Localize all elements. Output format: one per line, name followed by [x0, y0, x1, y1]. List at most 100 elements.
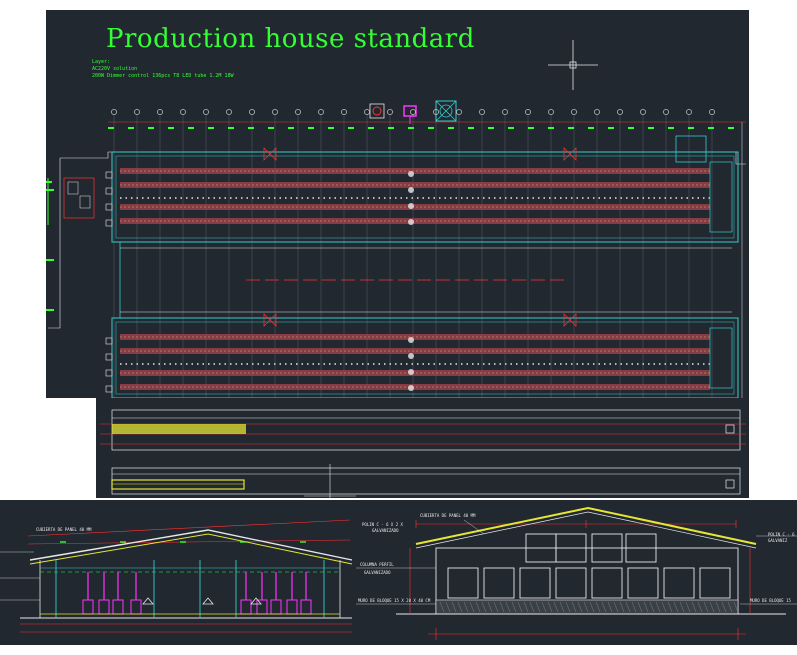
inlet-marker: [563, 147, 577, 161]
vent-fan: [105, 203, 113, 211]
block-hatch: [667, 601, 673, 613]
grid-axis-marker: [180, 109, 186, 115]
feeder-box: [300, 599, 312, 615]
window: [519, 567, 551, 599]
column-galvanized-label: GALVANIZADO: [364, 570, 391, 575]
barn-outline: [111, 151, 739, 243]
grid-axis-marker: [548, 109, 554, 115]
block-hatch: [733, 601, 739, 613]
site-boundary: [48, 158, 61, 329]
panel-box-icon: [435, 100, 457, 122]
barn-outline: [115, 321, 735, 395]
window: [625, 533, 657, 563]
block-hatch: [589, 601, 595, 613]
lamp-marker: [408, 385, 414, 391]
block-hatch: [553, 601, 559, 613]
block-hatch: [469, 601, 475, 613]
left-section-elevation-drawing: [0, 519, 353, 633]
cage-row: [120, 348, 710, 354]
grid-axis-marker: [663, 109, 669, 115]
cage-row: [120, 384, 710, 390]
grid-axis-marker: [226, 109, 232, 115]
block-hatch: [601, 601, 607, 613]
left-section-elevation-panel: CUBIERTA DE PANEL 40 MM: [0, 500, 356, 645]
grid-axis-marker: [134, 109, 140, 115]
cage-row: [120, 182, 710, 188]
block-hatch: [595, 601, 601, 613]
purlin-galvanized-label: GALVANIZADO: [372, 528, 399, 533]
block-hatch: [649, 601, 655, 613]
feeder-box: [82, 599, 94, 615]
feeder-box: [286, 599, 298, 615]
block-hatch: [673, 601, 679, 613]
block-wall-right-label: MURO DE BLOQUE 15: [750, 598, 791, 603]
block-hatch: [685, 601, 691, 613]
block-hatch: [565, 601, 571, 613]
lamp-marker: [202, 597, 214, 605]
block-hatch: [637, 601, 643, 613]
roof-cover-label: CUBIERTA DE PANEL 40 MM: [420, 513, 476, 518]
purlin-right-galvanized-label: GALVANIZ: [768, 538, 788, 543]
grid-axis-marker: [203, 109, 209, 115]
block-hatch: [691, 601, 697, 613]
cage-row: [120, 370, 710, 376]
inlet-marker: [263, 313, 277, 327]
front-elevation-drawing: [356, 506, 797, 640]
lamp-marker: [408, 203, 414, 209]
lamp-marker: [408, 337, 414, 343]
grid-axis-marker: [502, 109, 508, 115]
grid-axis-marker: [341, 109, 347, 115]
block-hatch: [559, 601, 565, 613]
grid-axis-marker: [479, 109, 485, 115]
end-panel: [709, 161, 733, 233]
crosshair-cursor-icon: [548, 40, 598, 90]
feeder-box: [112, 599, 124, 615]
grid-axis-marker: [433, 109, 439, 115]
drawing-note-voltage: AC220V solution: [92, 66, 138, 72]
block-hatch: [487, 601, 493, 613]
cage-row: [120, 218, 710, 224]
grid-axis-marker: [594, 109, 600, 115]
lamp-marker: [408, 219, 414, 225]
window: [483, 567, 515, 599]
cage-row: [120, 204, 710, 210]
block-hatch: [505, 601, 511, 613]
block-hatch: [583, 601, 589, 613]
grid-axis-marker: [111, 109, 117, 115]
window: [555, 533, 587, 563]
service-room: [63, 177, 95, 219]
block-hatch: [697, 601, 703, 613]
window: [663, 567, 695, 599]
block-hatch: [655, 601, 661, 613]
block-hatch: [709, 601, 715, 613]
lamp-marker: [408, 171, 414, 177]
block-hatch: [463, 601, 469, 613]
service-room: [67, 181, 79, 195]
vent-fan: [105, 385, 113, 393]
drawing-title: Production house standard: [106, 24, 475, 54]
lamp-marker: [408, 187, 414, 193]
feeder-box: [98, 599, 110, 615]
feeder-box: [240, 599, 252, 615]
grid-axis-marker: [249, 109, 255, 115]
vent-fan: [105, 369, 113, 377]
plan-view-drawing: [46, 40, 746, 398]
block-hatch: [535, 601, 541, 613]
fan-equipment-icon: [369, 103, 385, 119]
lamp-marker: [408, 353, 414, 359]
grid-axis-marker: [318, 109, 324, 115]
lamp-marker: [408, 369, 414, 375]
block-hatch: [511, 601, 517, 613]
window: [591, 533, 623, 563]
block-hatch: [703, 601, 709, 613]
window: [627, 567, 659, 599]
feeder-box: [130, 599, 142, 615]
section-view-drawing: [100, 409, 746, 498]
block-hatch: [451, 601, 457, 613]
block-hatch: [679, 601, 685, 613]
grid-axis-marker: [364, 109, 370, 115]
block-hatch: [547, 601, 553, 613]
purlin-right-label: POLIN C - 6: [768, 532, 795, 537]
grid-axis-marker: [617, 109, 623, 115]
grid-axis-marker: [272, 109, 278, 115]
